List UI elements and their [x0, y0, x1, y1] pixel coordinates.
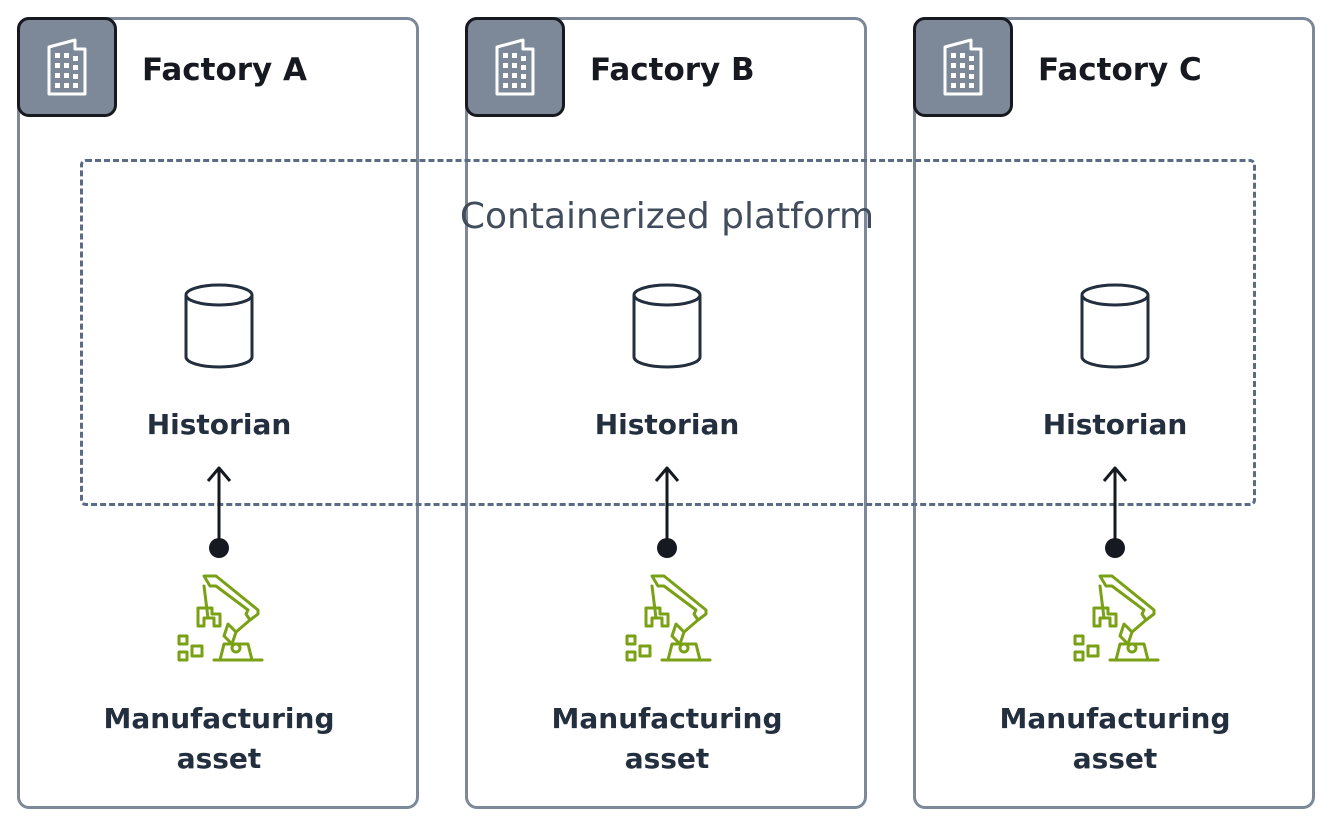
- asset-c-label-line1: Manufacturing: [999, 702, 1231, 735]
- factory-b-badge: [465, 17, 565, 117]
- robotic-arm-icon: [177, 574, 264, 662]
- factory-c-badge: [913, 17, 1013, 117]
- factory-a-title: Factory A: [142, 52, 308, 88]
- factory-b-title: Factory B: [590, 52, 755, 88]
- asset-a-label-line2: asset: [176, 742, 262, 775]
- historian-b-label: Historian: [594, 408, 740, 441]
- robotic-arm-icon: [1073, 574, 1160, 662]
- historian-c-label: Historian: [1042, 408, 1188, 441]
- factory-c-title: Factory C: [1038, 52, 1202, 88]
- asset-a-label: Manufacturing asset: [69, 699, 369, 779]
- historian-a-label: Historian: [146, 408, 292, 441]
- database-cylinder-icon: [1080, 283, 1150, 369]
- database-cylinder-icon: [632, 283, 702, 369]
- office-building-icon: [943, 38, 983, 96]
- asset-c-label: Manufacturing asset: [965, 699, 1265, 779]
- factory-b-group: Factory B: [465, 17, 867, 809]
- asset-b-label-line2: asset: [624, 742, 710, 775]
- database-cylinder-icon: [184, 283, 254, 369]
- asset-to-historian-a-arrow: [206, 466, 232, 558]
- asset-b-label: Manufacturing asset: [517, 699, 817, 779]
- asset-to-historian-b-arrow: [654, 466, 680, 558]
- factory-c-group: Factory C: [913, 17, 1315, 809]
- robotic-arm-icon: [625, 574, 712, 662]
- factory-a-group: Factory A: [17, 17, 419, 809]
- asset-a-label-line1: Manufacturing: [103, 702, 335, 735]
- asset-to-historian-c-arrow: [1102, 466, 1128, 558]
- asset-c-label-line2: asset: [1072, 742, 1158, 775]
- asset-b-label-line1: Manufacturing: [551, 702, 783, 735]
- containerized-platform-label: Containerized platform: [459, 196, 875, 237]
- factory-a-badge: [17, 17, 117, 117]
- office-building-icon: [47, 38, 87, 96]
- office-building-icon: [495, 38, 535, 96]
